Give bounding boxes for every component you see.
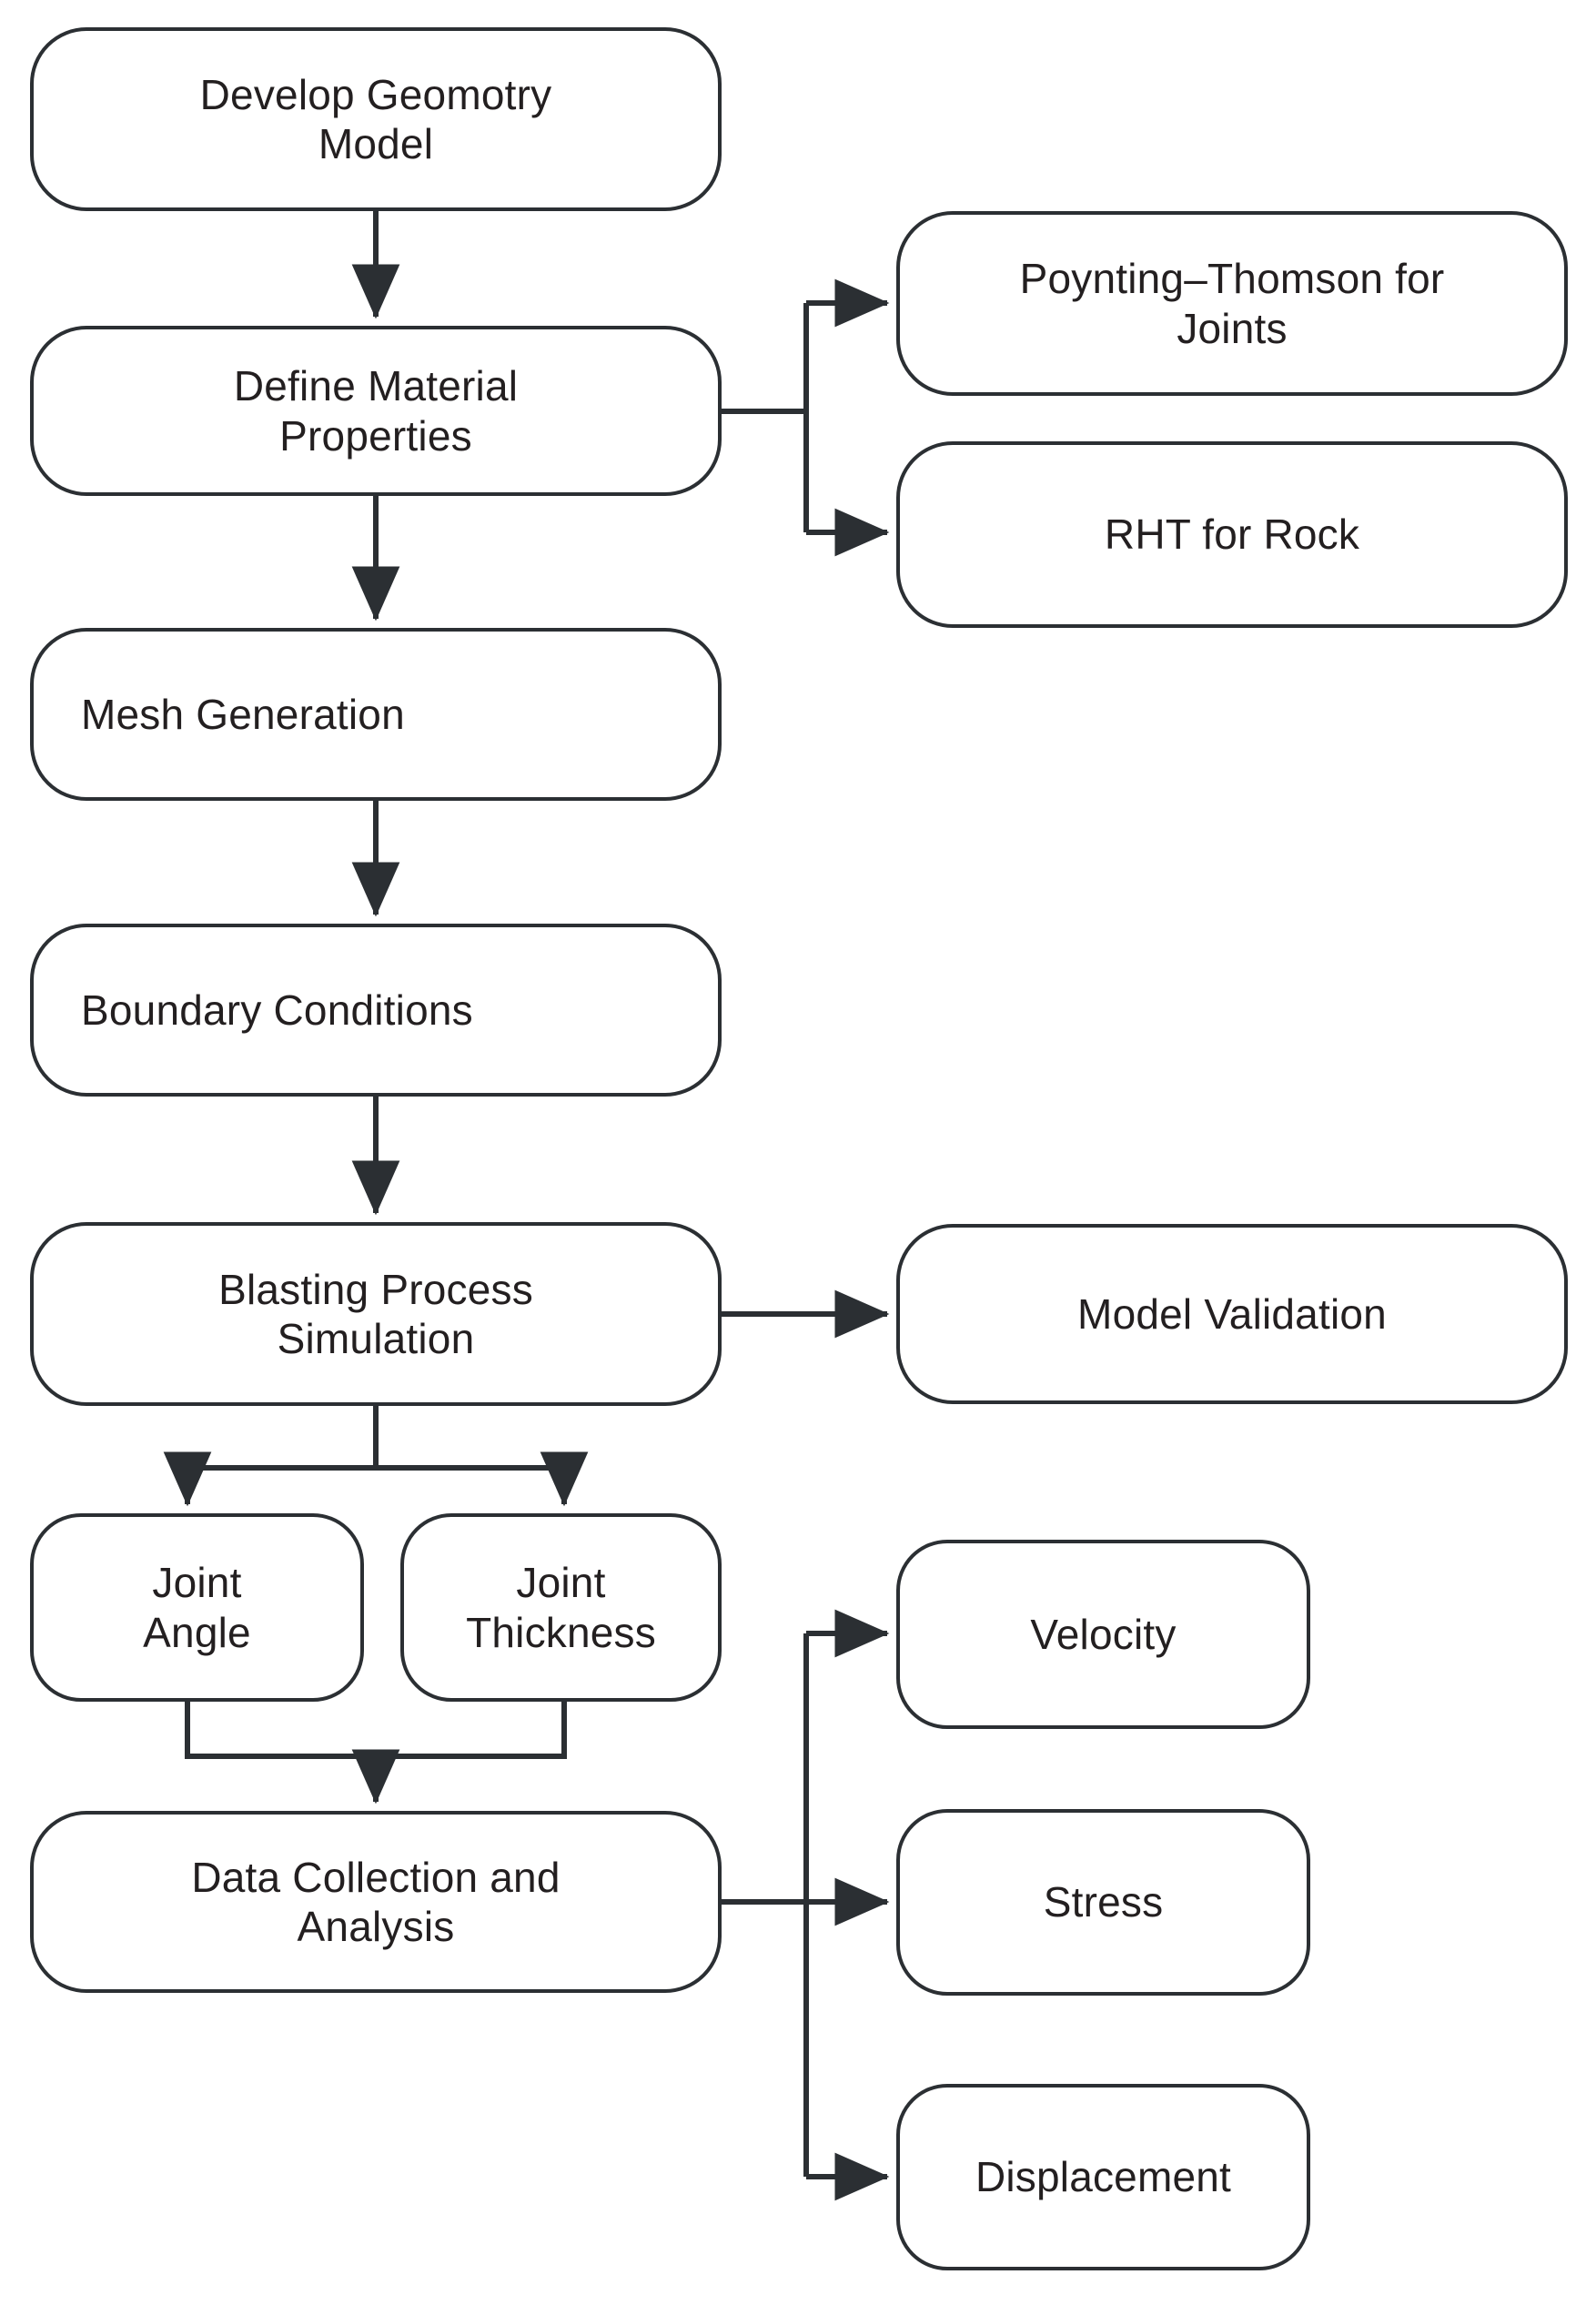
node-blasting-process-simulation[interactable]: Blasting Process Simulation — [30, 1222, 722, 1406]
node-velocity[interactable]: Velocity — [896, 1540, 1310, 1729]
node-poynting-thomson-for-joints[interactable]: Poynting–Thomson for Joints — [896, 211, 1568, 396]
edge-joint-angle-merge — [185, 1702, 376, 1759]
node-model-validation[interactable]: Model Validation — [896, 1224, 1568, 1404]
node-stress[interactable]: Stress — [896, 1809, 1310, 1996]
node-rht-for-rock[interactable]: RHT for Rock — [896, 441, 1568, 628]
node-displacement[interactable]: Displacement — [896, 2084, 1310, 2270]
node-joint-thickness[interactable]: Joint Thickness — [400, 1513, 722, 1702]
edge-joint-thickness-merge — [376, 1702, 567, 1759]
node-mesh-generation[interactable]: Mesh Generation — [30, 628, 722, 801]
node-develop-geometry-model[interactable]: Develop Geomotry Model — [30, 27, 722, 211]
node-define-material-properties[interactable]: Define Material Properties — [30, 326, 722, 496]
node-joint-angle[interactable]: Joint Angle — [30, 1513, 364, 1702]
node-data-collection-and-analysis[interactable]: Data Collection and Analysis — [30, 1811, 722, 1993]
node-boundary-conditions[interactable]: Boundary Conditions — [30, 924, 722, 1097]
